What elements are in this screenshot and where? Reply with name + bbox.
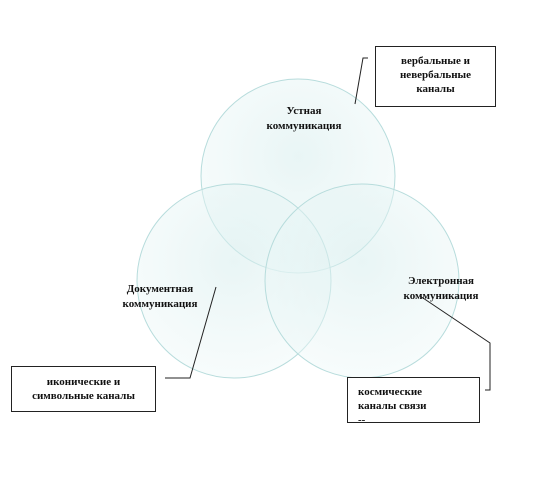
connector-iconic <box>165 286 217 379</box>
circle-label-oral: Устная коммуникация <box>266 105 342 132</box>
circle-label-document: Документная коммуникация <box>122 283 198 310</box>
connector-verbal <box>354 57 368 105</box>
callout-cosmic: космические каналы связи -- <box>347 377 480 426</box>
callout-iconic: иконические и символьные каналы <box>11 366 156 412</box>
callout-verbal: вербальные и невербальные каналы <box>375 46 496 107</box>
connector-cosmic <box>419 295 491 391</box>
circle-label-electronic: Электронная коммуникация <box>403 275 479 302</box>
